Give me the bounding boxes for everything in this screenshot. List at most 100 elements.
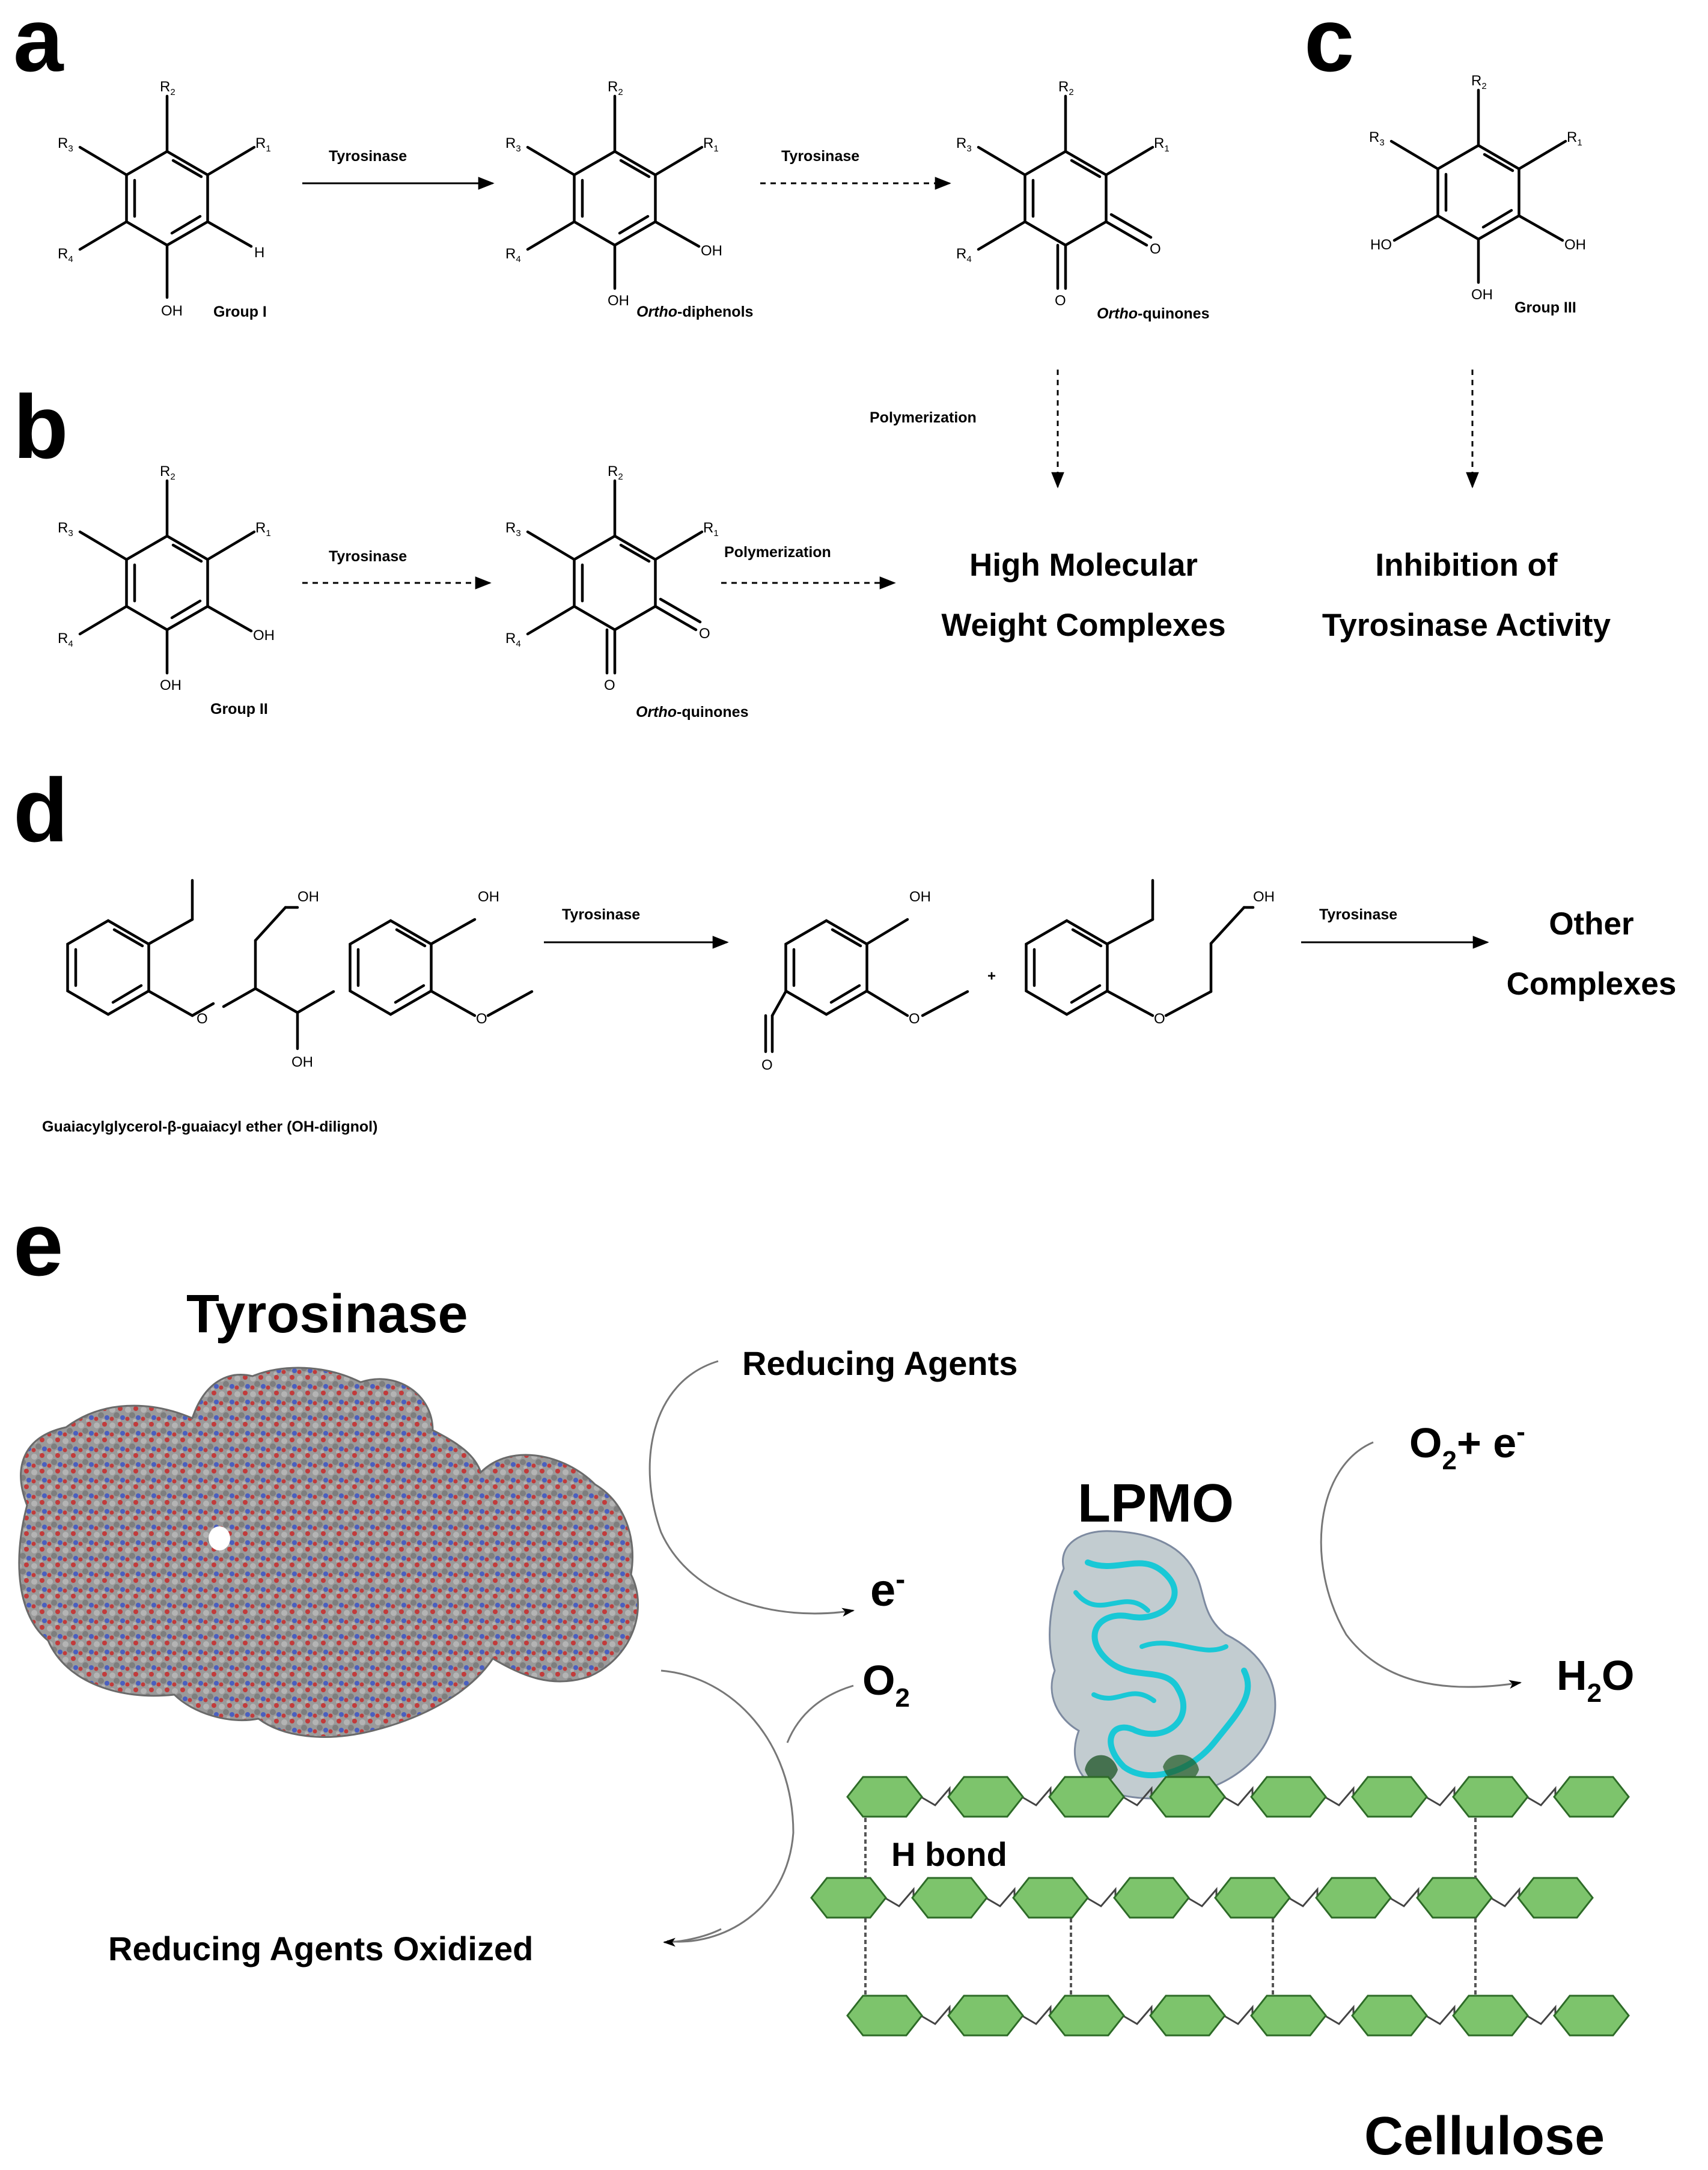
r-label: R <box>505 135 516 151</box>
r-index: 4 <box>516 639 520 649</box>
h2o-h: H <box>1557 1652 1587 1699</box>
glucose-unit <box>1012 1877 1089 1919</box>
svg-text:R3: R3 <box>1369 129 1385 148</box>
r-index: 2 <box>618 87 623 97</box>
svg-text:R1: R1 <box>255 135 271 154</box>
o2-label: O2 <box>862 1657 910 1713</box>
panel-label-b: b <box>13 376 69 477</box>
oh-atom: OH <box>608 293 629 309</box>
glycosidic-link <box>1425 1785 1456 1806</box>
glucose-unit <box>1113 1877 1190 1919</box>
svg-text:R1: R1 <box>255 520 271 538</box>
arrow-label-tyrosinase-d1: Tyrosinase <box>562 906 640 923</box>
glycosidic-link <box>1288 1886 1319 1907</box>
glucose-unit <box>1452 1776 1529 1818</box>
glucose-unit <box>1315 1877 1392 1919</box>
r-label: R <box>703 520 713 536</box>
r-index: 2 <box>1069 87 1073 97</box>
h2o-label: H2O <box>1557 1652 1635 1708</box>
arrow-oxidized-head <box>662 1928 722 1947</box>
curve-reducing-to-electron <box>648 1360 855 1617</box>
oh-atom: OH <box>1253 889 1275 905</box>
h2o-sub: 2 <box>1587 1678 1602 1708</box>
dilignol-caption: Guaiacylglycerol-β-guaiacyl ether (OH-di… <box>42 1118 377 1135</box>
glucose-unit <box>1452 1995 1529 2037</box>
r-index: 2 <box>170 472 175 482</box>
group-ii-molecule: R2 R1 R3 R4 OH OH <box>58 463 275 693</box>
oh-atom: OH <box>253 627 275 644</box>
ortho-diphenol-molecule: R2 R1 R3 R4 OH OH <box>505 79 722 309</box>
glucose-unit <box>1351 1995 1428 2037</box>
svg-text:R1: R1 <box>1567 129 1582 148</box>
inhibition-line1: Inhibition of <box>1375 547 1558 583</box>
glycosidic-link <box>1122 2004 1153 2025</box>
group-i-label: Group I <box>213 303 267 320</box>
glucose-unit <box>911 1877 988 1919</box>
quinones-text: -quinones <box>1138 305 1209 322</box>
arrow-label-tyrosinase-a1: Tyrosinase <box>329 148 407 165</box>
ortho-italic: Ortho <box>636 704 677 721</box>
e-sup: - <box>1516 1417 1525 1446</box>
lpmo-title: LPMO <box>1078 1474 1234 1534</box>
r-index: 2 <box>1481 81 1486 91</box>
glycosidic-link <box>985 1886 1016 1907</box>
o-atom: O <box>604 677 615 693</box>
o2-sub: 2 <box>895 1683 909 1713</box>
r-index: 1 <box>266 528 270 538</box>
svg-text:R2: R2 <box>160 463 175 482</box>
panel-label-e: e <box>13 1193 63 1294</box>
group-i-molecule: R2 R1 R3 R4 H OH <box>58 79 271 319</box>
panel-a: R2 R1 R3 R4 H OH Group I Tyrosinase R2 R… <box>58 79 1209 489</box>
glycosidic-link <box>1223 1785 1254 1806</box>
panel-label-d: d <box>13 760 69 861</box>
o-atom: O <box>909 1011 920 1027</box>
o-atom: O <box>197 1011 208 1027</box>
glucose-unit <box>1250 1776 1327 1818</box>
oh-atom: OH <box>1471 287 1493 303</box>
glucose-unit <box>1048 1995 1125 2037</box>
svg-text:R2: R2 <box>160 79 175 97</box>
oh-atom: OH <box>161 303 183 319</box>
curve-o2-branch <box>786 1684 854 1743</box>
oh-atom: OH <box>701 243 722 259</box>
ortho-diphenols-label: Ortho-diphenols <box>636 303 753 320</box>
glycosidic-link <box>1490 1886 1520 1907</box>
reducing-agents-oxidized-label: Reducing Agents Oxidized <box>108 1930 533 1967</box>
r-label: R <box>1471 73 1481 89</box>
guaiacyl-fragment-molecule: O OH <box>1026 879 1275 1027</box>
r-index: 3 <box>966 144 971 154</box>
high-mw-line2: Weight Complexes <box>941 608 1225 643</box>
o2-plus-e-label: O2+ e- <box>1409 1417 1525 1475</box>
panel-label-c: c <box>1304 0 1354 90</box>
glycosidic-link <box>1389 1886 1420 1907</box>
glucose-unit <box>810 1877 887 1919</box>
ho-atom: HO <box>1370 237 1392 253</box>
diphenols-text: -diphenols <box>677 303 753 320</box>
inhibition-line2: Tyrosinase Activity <box>1322 608 1611 643</box>
panel-label-a: a <box>13 0 64 90</box>
panel-c: R2 R1 R3 HO OH OH Group III Inhibition o… <box>1322 73 1611 643</box>
r-label: R <box>58 630 68 647</box>
r-index: 1 <box>1577 138 1582 148</box>
svg-text:R3: R3 <box>505 135 521 154</box>
svg-text:R3: R3 <box>505 520 521 538</box>
r-label: R <box>956 246 966 262</box>
arrow-label-tyrosinase-b1: Tyrosinase <box>329 548 407 565</box>
arrow-label-tyrosinase-a2: Tyrosinase <box>781 148 859 165</box>
cellulose-chains <box>810 1776 1630 2037</box>
r-index: 3 <box>516 144 520 154</box>
glucose-unit <box>1553 1776 1630 1818</box>
r-index: 1 <box>713 528 718 538</box>
o-atom: O <box>1150 241 1161 257</box>
lpmo-protein-structure <box>1049 1530 1276 1800</box>
svg-text:R4: R4 <box>58 630 73 649</box>
ortho-quinones-label-b: Ortho-quinones <box>636 704 748 721</box>
glucose-unit <box>947 1995 1024 2037</box>
electron-e: e <box>870 1565 895 1616</box>
h2o-o: O <box>1602 1652 1634 1699</box>
svg-text:R1: R1 <box>1154 135 1170 154</box>
svg-text:R4: R4 <box>956 246 972 264</box>
svg-text:R3: R3 <box>956 135 972 154</box>
high-mw-line1: High Molecular <box>969 547 1198 583</box>
